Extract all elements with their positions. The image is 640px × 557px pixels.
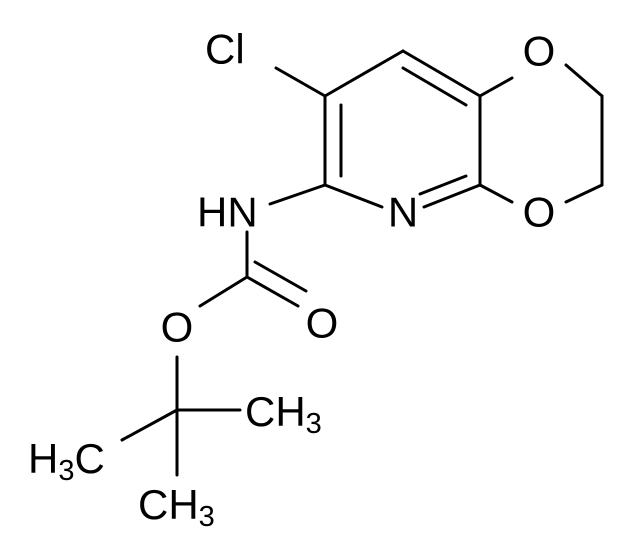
bonds [120, 49, 604, 477]
bond-c8-c8a-inner [401, 66, 468, 107]
bond-cq-ch3-left [120, 408, 179, 442]
bond-n-c6 [323, 183, 384, 209]
methyl-left-c: C [74, 435, 104, 482]
bond-c6-nh [268, 183, 327, 206]
bond-c8a-o-top [478, 76, 514, 98]
bond-c4a-n-inner [418, 174, 468, 196]
group-methyl-right: CH3 [245, 388, 322, 441]
atom-nitrogen-ring: N [388, 189, 418, 236]
bond-c8-c8a [401, 49, 482, 98]
bond-c4a-n [422, 183, 482, 209]
atom-chlorine: Cl [205, 26, 245, 73]
atom-oxygen-ester: O [161, 304, 194, 351]
atom-oxygen-carbonyl: O [306, 300, 339, 347]
methyl-left-h: H [28, 435, 58, 482]
group-methyl-left: H3C [28, 435, 105, 488]
bond-o-bottom-c4a [478, 183, 514, 204]
bond-c7-cl [274, 66, 327, 98]
bond-c7-c8 [323, 49, 405, 98]
methyl-bottom-subscript: 3 [199, 501, 215, 533]
atom-labels: Cl O O N HN O O CH3 H3C CH3 [28, 26, 555, 534]
methyl-left-subscript: 3 [58, 455, 74, 487]
atom-amine-hn: HN [197, 189, 258, 236]
bond-carbonyl-double-2 [253, 260, 308, 293]
methyl-right-subscript: 3 [306, 408, 322, 440]
group-methyl-bottom: CH3 [138, 481, 215, 534]
atom-oxygen-bottom: O [523, 189, 556, 236]
bond-carbonyl-double-1 [245, 275, 300, 308]
atom-oxygen-top: O [523, 28, 556, 75]
bond-carbonyl-c-o-ester [198, 275, 249, 308]
bond-o-top-ch2 [564, 63, 604, 98]
methyl-bottom-ch: CH [138, 481, 199, 528]
methyl-right-ch: CH [245, 388, 306, 435]
bond-ch2-o-bottom [564, 183, 604, 204]
